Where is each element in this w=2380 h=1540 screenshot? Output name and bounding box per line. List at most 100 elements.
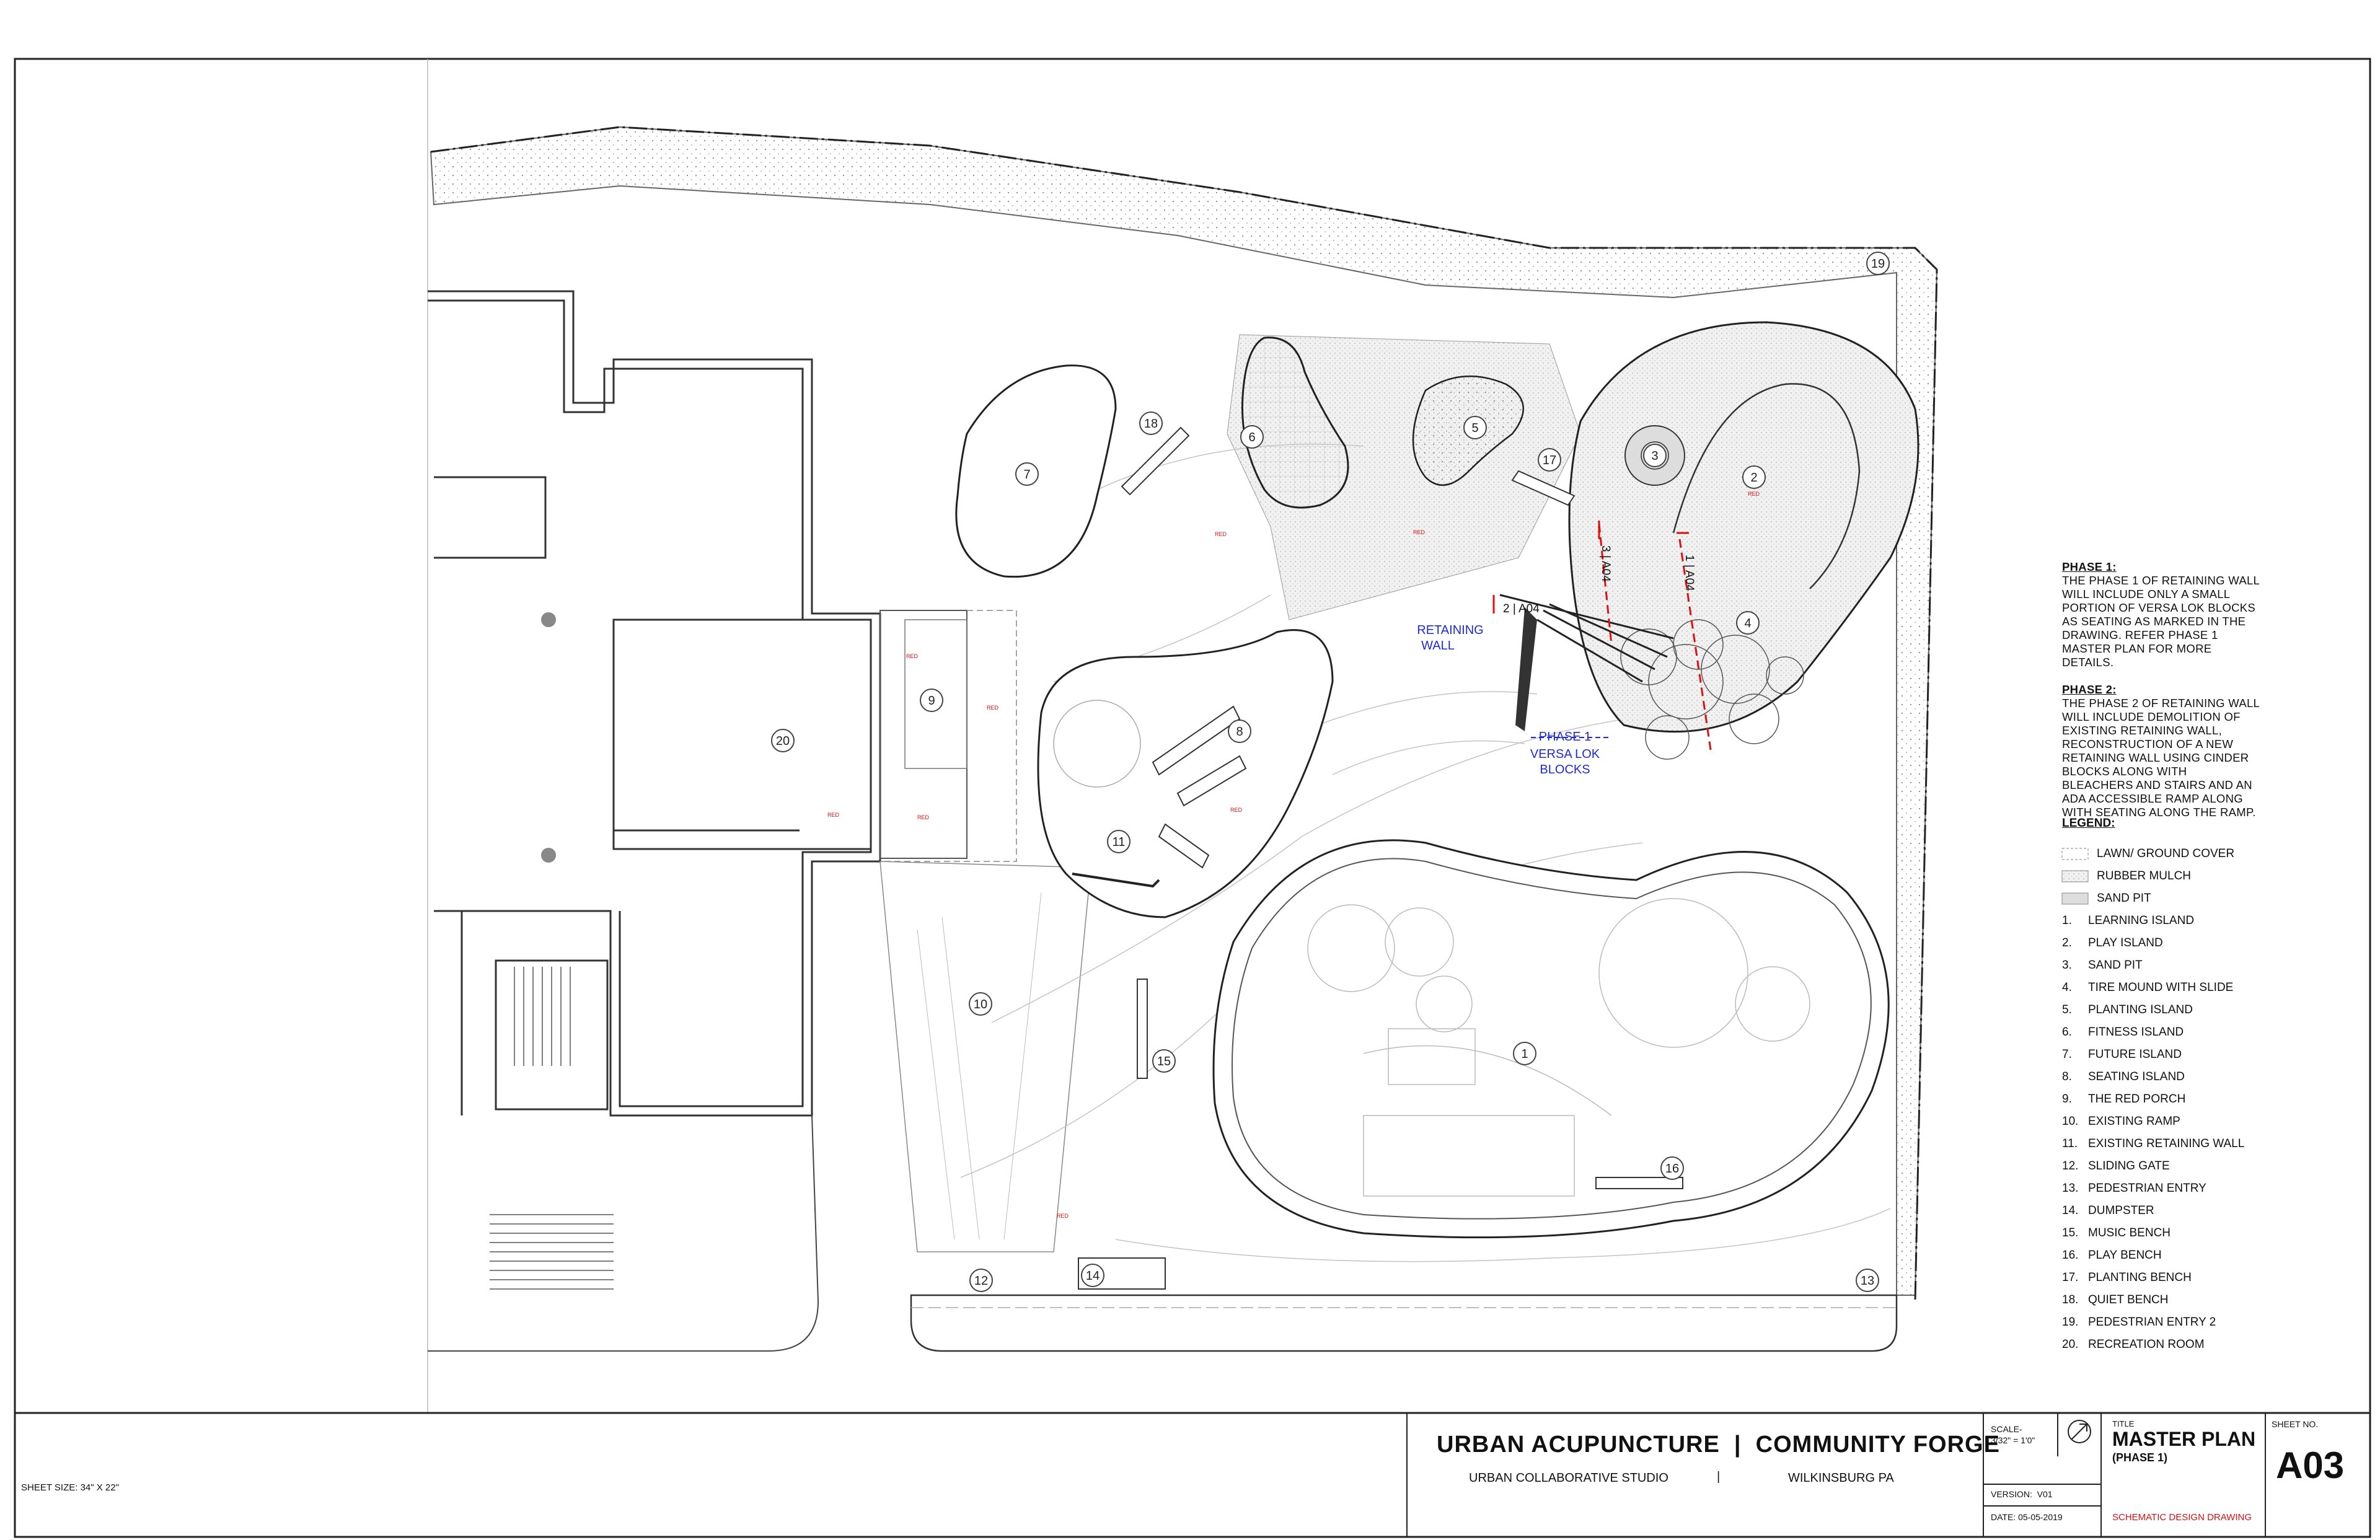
legend-item: 8.SEATING ISLAND [2062,1066,2298,1088]
legend-item-number: 15. [2062,1226,2079,1239]
marker-18: 18 [1139,411,1163,435]
legend-item-label: PEDESTRIAN ENTRY [2088,1182,2206,1195]
legend-item-number: 9. [2062,1093,2072,1106]
svg-text:8: 8 [1236,725,1243,739]
legend-item-number: 6. [2062,1026,2072,1039]
quiet-bench [1121,426,1190,496]
legend-item-number: 12. [2062,1159,2079,1173]
svg-text:2: 2 [1750,471,1757,485]
retaining-wall-label-1: RETAINING [1417,623,1483,637]
svg-text:18: 18 [1144,417,1158,431]
section-tag-b: 3 | A04 [1599,545,1612,582]
music-bench [1137,979,1148,1079]
status-label: SCHEMATIC DESIGN DRAWING [2112,1512,2252,1523]
legend-item-number: 5. [2062,1003,2072,1016]
red-tag: RED [827,812,840,818]
red-tag: RED [1230,807,1243,813]
sheet-number: A03 [2276,1445,2345,1486]
legend-item-number: 1. [2062,914,2072,927]
legend-item: 4.TIRE MOUND WITH SLIDE [2062,977,2298,999]
marker-4: 4 [1736,611,1760,635]
legend-item: 1.LEARNING ISLAND [2062,910,2298,932]
title-label: TITLE [2112,1419,2135,1428]
legend-swatch-label: RUBBER MULCH [2097,869,2192,882]
south-boundary [910,1294,1898,1352]
legend-swatch-row: SAND PIT [2062,887,2298,910]
sheet-subtitle: (PHASE 1) [2112,1451,2168,1464]
marker-2: 2 [1742,465,1766,489]
red-tag: RED [1215,531,1227,537]
legend-item-label: RECREATION ROOM [2088,1338,2205,1351]
legend-item: 18.QUIET BENCH [2062,1289,2298,1311]
learning-island-elements [1307,898,1810,1197]
phase1-tag: PHASE 1 [1539,730,1591,744]
legend-item-number: 19. [2062,1316,2079,1329]
legend-item-label: EXISTING RAMP [2088,1115,2180,1128]
sand-pit-inner [1641,441,1669,470]
legend-swatch-label: SAND PIT [2097,892,2151,905]
legend-item: 13.PEDESTRIAN ENTRY [2062,1177,2298,1200]
legend-item: 12.SLIDING GATE [2062,1155,2298,1177]
column [541,848,556,863]
porch-dashed-outline [880,610,1017,862]
marker-12: 12 [969,1269,993,1292]
marker-14: 14 [1081,1264,1104,1287]
svg-text:6: 6 [1248,431,1255,444]
legend-item-label: PLANTING ISLAND [2088,1003,2193,1016]
legend-item-number: 17. [2062,1271,2079,1284]
location: WILKINSBURG PA [1788,1471,1894,1485]
legend-item-number: 16. [2062,1249,2079,1262]
marker-3: 3 [1643,444,1667,467]
svg-text:5: 5 [1471,421,1478,435]
phase2-title: PHASE 2: [2062,683,2117,696]
retaining-wall [1499,594,1674,683]
legend-item: 19.PEDESTRIAN ENTRY 2 [2062,1311,2298,1334]
legend-item: 5. PLANTING ISLAND [2062,999,2298,1021]
svg-text:9: 9 [928,694,935,708]
existing-ramp [879,861,1091,1252]
svg-text:3: 3 [1651,449,1658,463]
marker-16: 16 [1660,1156,1684,1180]
sheet-border [14,58,2371,1538]
date: DATE: 05-05-2019 [1991,1512,2063,1522]
play-bench [1595,1177,1683,1189]
play-island-path [1672,383,1861,589]
title-block [1406,1413,2266,1537]
north-boundary-line [430,126,1938,1302]
marker-7: 7 [1015,462,1039,486]
section-tag-a: 2 | A04 [1503,602,1540,615]
svg-text:17: 17 [1543,454,1556,467]
play-island [1568,321,1919,733]
fitness-island [1241,337,1349,509]
learning-island [1212,839,1890,1239]
versa-lok-label-2: BLOCKS [1540,763,1590,777]
legend-item-label: EXISTING RETAINING WALL [2088,1137,2245,1150]
title-separator: | [1717,1470,1721,1484]
phase1-blocks [1515,607,1537,731]
marker-6: 6 [1240,425,1264,449]
building-path-curve [428,1115,819,1352]
building-walls [428,290,881,1117]
legend-item-label: PLANTING BENCH [2088,1271,2192,1284]
versa-lok-label-1: VERSA LOK [1530,747,1600,761]
legend: LEGEND: LAWN/ GROUND COVER RUBBER MULCH … [2062,817,2298,1356]
red-tag: RED [1057,1213,1069,1219]
legend-item-number: 2. [2062,936,2072,949]
scale-label: SCALE- [1991,1424,2022,1434]
legend-item-label: FITNESS ISLAND [2088,1026,2184,1039]
legend-item: 14.DUMPSTER [2062,1200,2298,1222]
ramp-lines [917,892,1042,1240]
red-porch [879,610,967,859]
marker-10: 10 [969,992,992,1016]
marker-8: 8 [1228,719,1251,743]
marker-1: 1 [1513,1042,1536,1065]
phase2-text: THE PHASE 2 OF RETAINING WALL WILL INCLU… [2062,697,2260,819]
legend-item-label: TIRE MOUND WITH SLIDE [2088,981,2234,994]
svg-text:13: 13 [1861,1274,1874,1288]
studio-name: URBAN COLLABORATIVE STUDIO [1469,1471,1668,1485]
legend-item-number: 11. [2062,1137,2078,1150]
sheet-no-label: SHEET NO. [2272,1419,2319,1429]
legend-item-number: 14. [2062,1204,2079,1217]
legend-swatches [2061,848,2089,905]
